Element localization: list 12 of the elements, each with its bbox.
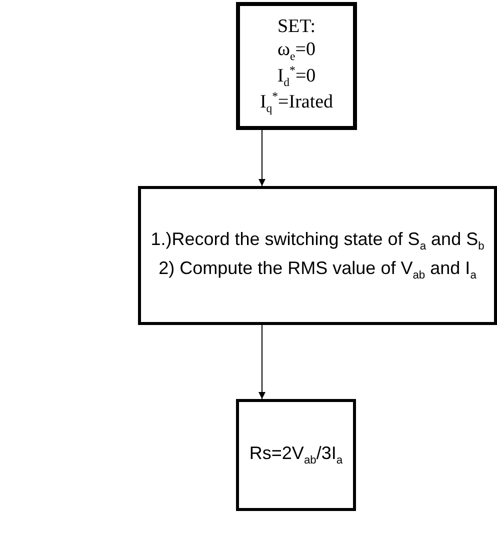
box-text: 1.)Record the switching state of S$_{a}$ and S$_{b}$	[150, 228, 484, 255]
box-text: Rs=2V$_{ab}$/3I$_{a}$	[249, 442, 343, 468]
box-text: 2) Compute the RMS value of V$_{ab}$ and I$_{a}$	[158, 256, 476, 284]
process-box	[236, 399, 356, 511]
box-text: ω$_{e}$=0	[278, 38, 316, 64]
process-box	[236, 2, 357, 130]
box-text: SET:	[277, 16, 316, 39]
arrow	[258, 130, 266, 186]
box-text: I$_{d}$$^{*}$=0	[277, 64, 316, 90]
arrow	[258, 324, 266, 400]
box-text: I$_{q}$$^{*}$=Irated	[260, 90, 334, 116]
process-box	[138, 186, 497, 325]
